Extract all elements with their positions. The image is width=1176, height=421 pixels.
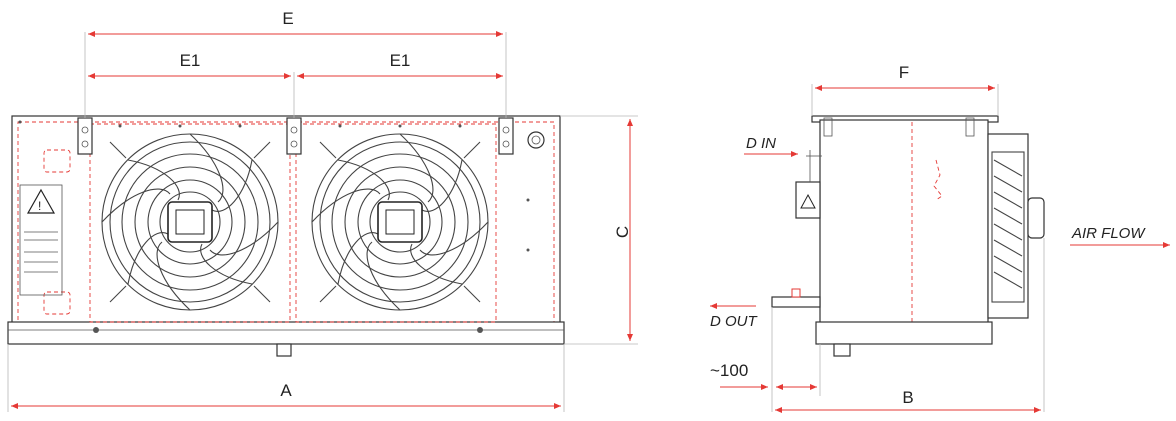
- knockout-bottom-left: [43, 291, 71, 315]
- side-view: F D IN D OUT ~100 B AIR FLOW: [710, 63, 1170, 413]
- outlet-pipe: [771, 296, 821, 308]
- label-C: C: [613, 226, 632, 238]
- drain-fitting-side: [833, 343, 851, 357]
- drip-tray-side: [815, 321, 993, 345]
- front-view: ! E E1 E1 C A: [7, 9, 638, 412]
- fan-section-right: [295, 123, 497, 323]
- knockout-top-left: [43, 149, 71, 173]
- bracket-right: [498, 117, 514, 155]
- svg-text:!: !: [38, 199, 41, 213]
- label-B: B: [902, 388, 913, 407]
- warning-triangle-icon: [26, 188, 56, 214]
- unit-casing-front: [11, 115, 561, 327]
- bracket-middle: [286, 117, 302, 155]
- fan-motor: [1027, 197, 1045, 239]
- unit-casing-side: [819, 119, 989, 333]
- label-D-IN: D IN: [746, 135, 776, 152]
- label-F: F: [899, 63, 909, 82]
- label-E1-left: E1: [180, 51, 201, 70]
- drip-tray: [7, 321, 565, 345]
- label-E1-right: E1: [390, 51, 411, 70]
- label-A: A: [280, 381, 292, 400]
- drain-fitting: [276, 343, 292, 357]
- label-air-flow: AIR FLOW: [1071, 225, 1146, 242]
- bracket-left: [77, 117, 93, 155]
- label-E: E: [282, 9, 293, 28]
- data-plate: [19, 184, 63, 296]
- label-approx-100: ~100: [710, 361, 748, 380]
- fan-section-left: [89, 123, 291, 323]
- electrical-warning-icon: [800, 193, 816, 209]
- expansion-valve: [933, 159, 943, 201]
- fan-guard: [987, 133, 1029, 319]
- label-D-OUT: D OUT: [710, 313, 759, 330]
- pipe-connection: [527, 131, 545, 149]
